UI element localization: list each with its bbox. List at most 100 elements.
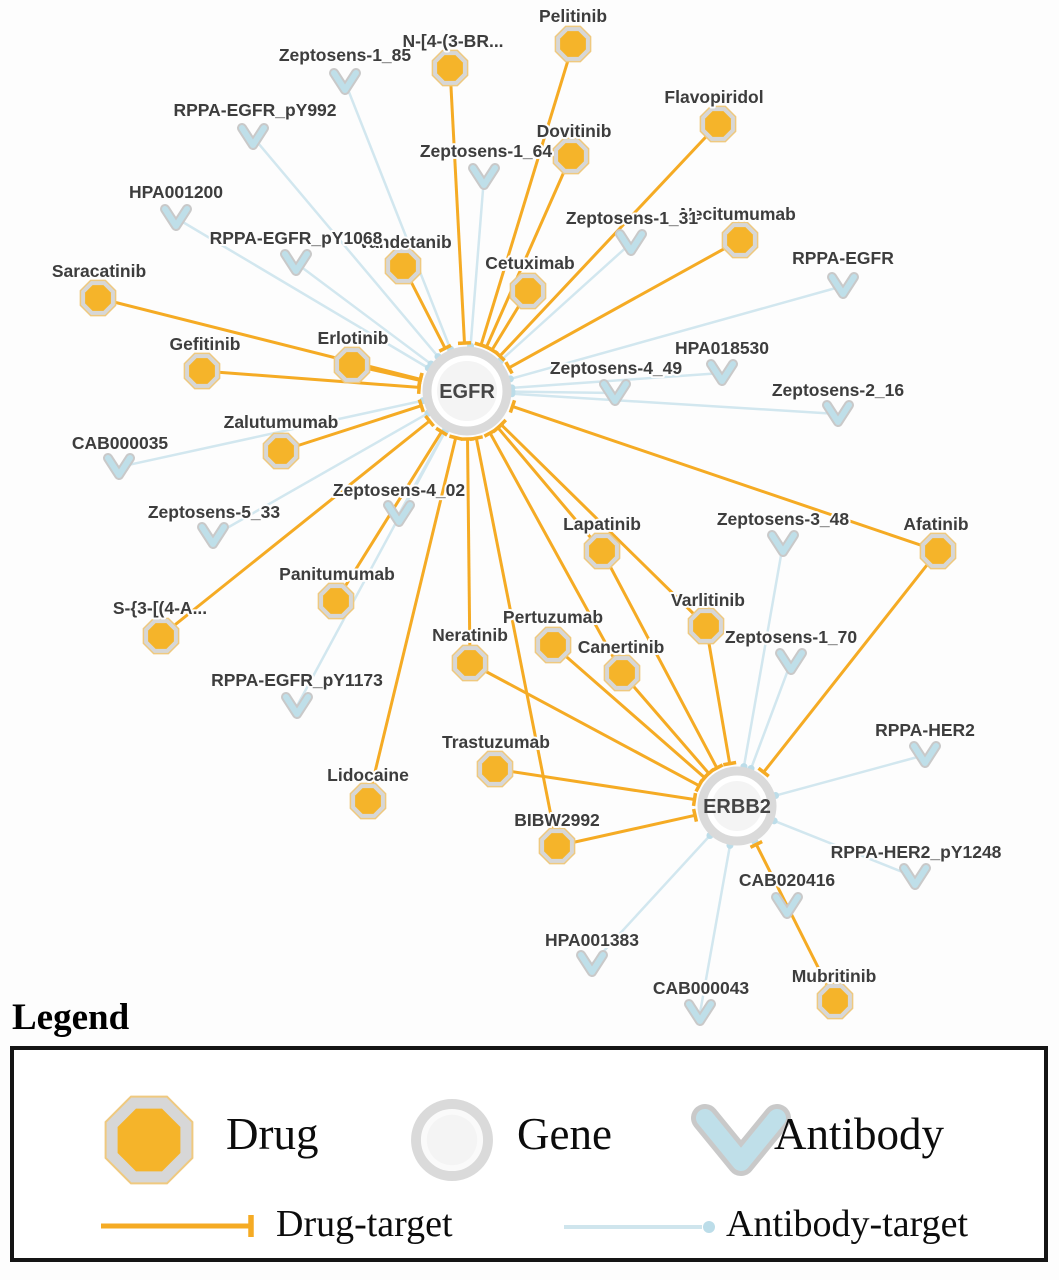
drug-node-vandetanib[interactable]: [384, 247, 422, 285]
drug-target-edge: [496, 426, 604, 552]
drug-node-saracatinib[interactable]: [79, 279, 117, 317]
antibody-glyph: [617, 231, 645, 254]
drug-edge-tee: [757, 766, 770, 778]
drug-node-cetuximab[interactable]: [509, 272, 547, 310]
antibody-node-rppa-egfr-py992[interactable]: [237, 123, 269, 150]
antibody-target-edge: [773, 819, 916, 879]
antibody-target-edge: [591, 834, 711, 965]
gene-core: [712, 781, 762, 831]
gene-node-erbb2[interactable]: ERBB2: [697, 766, 777, 846]
legend-title: Legend: [12, 997, 130, 1038]
drug-core: [727, 227, 753, 253]
drug-target-edge: [620, 672, 711, 775]
drug-node-dovitinib[interactable]: [552, 137, 590, 175]
drug-node-erlotinib[interactable]: [333, 346, 371, 384]
antibody-node-hpa001383[interactable]: [576, 950, 608, 977]
antibody-node-rppa-egfr[interactable]: [827, 272, 859, 299]
drug-node-pertuzumab[interactable]: [534, 626, 572, 664]
drug-node-zalutumumab[interactable]: [262, 432, 300, 470]
drug-target-edge: [488, 432, 624, 674]
antibody-label: HPA018530: [675, 338, 769, 358]
legend-antibody-edge-label: Antibody-target: [726, 1203, 969, 1245]
antibody-node-zeptosens-1-70[interactable]: [775, 648, 807, 675]
antibody-node-rppa-egfr-py1068[interactable]: [280, 249, 312, 276]
antibody-glyph: [824, 402, 852, 425]
drug-label: BIBW2992: [514, 810, 600, 830]
drug-node-canertinib[interactable]: [603, 654, 641, 692]
drug-node-s-3-4-a[interactable]: [142, 617, 180, 655]
drug-label: Varlitinib: [671, 590, 745, 610]
antibody-node-cab020416[interactable]: [771, 892, 803, 919]
antibody-node-rppa-egfr-py1173[interactable]: [281, 692, 313, 719]
drug-target-edge: [474, 437, 559, 847]
antibody-node-zeptosens-1-64[interactable]: [468, 163, 500, 190]
drug-core: [540, 632, 566, 658]
drug-node-mubritinib[interactable]: [816, 982, 854, 1020]
antibody-target-edge: [295, 430, 447, 707]
antibody-label: Zeptosens-1_31: [566, 208, 699, 228]
antibody-label: Zeptosens-3_48: [717, 509, 850, 529]
antibody-node-rppa-her2[interactable]: [909, 741, 941, 768]
drug-node-gefitinib[interactable]: [183, 352, 221, 390]
antibody-label: RPPA-EGFR: [792, 248, 894, 268]
drug-node-afatinib[interactable]: [919, 532, 957, 570]
legend-antibody-label: Antibody: [774, 1109, 945, 1159]
drug-label: Mubritinib: [792, 966, 877, 986]
antibody-label: Zeptosens-1_70: [725, 627, 858, 647]
drug-edge-tee: [483, 428, 497, 438]
drug-node-necitumumab[interactable]: [721, 221, 759, 259]
antibody-glyph: [578, 952, 606, 975]
drug-label: N-[4-(3-BR...: [402, 31, 503, 51]
legend-antibody-core: [696, 1109, 786, 1171]
antibody-node-hpa018530[interactable]: [706, 359, 738, 386]
antibody-node-zeptosens-2-16[interactable]: [822, 400, 854, 427]
antibody-node-rppa-her2-py1248[interactable]: [899, 863, 931, 890]
drug-label: Erlotinib: [318, 328, 389, 348]
antibody-glyph: [105, 455, 133, 478]
drug-target-edge: [448, 67, 466, 344]
drug-node-lapatinib[interactable]: [583, 532, 621, 570]
legend-drug-core: [117, 1108, 181, 1172]
drug-node-panitumumab[interactable]: [317, 582, 355, 620]
antibody-glyph: [162, 206, 190, 229]
drug-core: [148, 623, 174, 649]
drug-edge-tee: [485, 345, 499, 355]
drug-edge-tee: [417, 399, 425, 413]
drug-edge-tee: [749, 839, 763, 849]
drug-node-flavopiridol[interactable]: [699, 105, 737, 143]
drug-node-pelitinib[interactable]: [554, 25, 592, 63]
drug-edge-tee: [435, 426, 449, 437]
antibody-node-zeptosens-4-49[interactable]: [599, 379, 631, 406]
drug-edge-tee: [722, 760, 737, 767]
antibody-node-zeptosens-4-02[interactable]: [383, 500, 415, 527]
antibody-label: Zeptosens-4_49: [550, 358, 683, 378]
antibody-node-hpa001200[interactable]: [160, 204, 192, 231]
antibody-node-cab000043[interactable]: [684, 999, 716, 1026]
drug-target-edge: [754, 843, 837, 1002]
drug-node-n-4-3-br[interactable]: [431, 49, 469, 87]
drug-node-lidocaine[interactable]: [349, 782, 387, 820]
gene-node-egfr[interactable]: EGFR: [422, 346, 512, 436]
drug-node-neratinib[interactable]: [451, 644, 489, 682]
drug-label: Dovitinib: [537, 121, 612, 141]
drug-label: Necitumumab: [680, 204, 796, 224]
antibody-label: CAB020416: [739, 870, 836, 890]
edge-layer: [97, 43, 940, 1014]
legend-drug-edge-label: Drug-target: [276, 1203, 453, 1245]
drug-core: [437, 55, 463, 81]
drug-core: [822, 988, 848, 1014]
legend-gene-core: [426, 1114, 478, 1166]
drug-node-bibw2992[interactable]: [538, 827, 576, 865]
drug-node-trastuzumab[interactable]: [476, 750, 514, 788]
antibody-node-zeptosens-3-48[interactable]: [767, 530, 799, 557]
antibody-node-zeptosens-5-33[interactable]: [197, 522, 229, 549]
antibody-glyph: [911, 743, 939, 766]
antibody-target-edge: [511, 371, 723, 390]
drug-node-varlitinib[interactable]: [687, 607, 725, 645]
drug-edge-tee: [508, 399, 517, 414]
antibody-node-cab000035[interactable]: [103, 453, 135, 480]
antibody-node-zeptosens-1-85[interactable]: [329, 68, 361, 95]
antibody-node-zeptosens-1-31[interactable]: [615, 229, 647, 256]
drug-edge-tee: [449, 434, 463, 441]
